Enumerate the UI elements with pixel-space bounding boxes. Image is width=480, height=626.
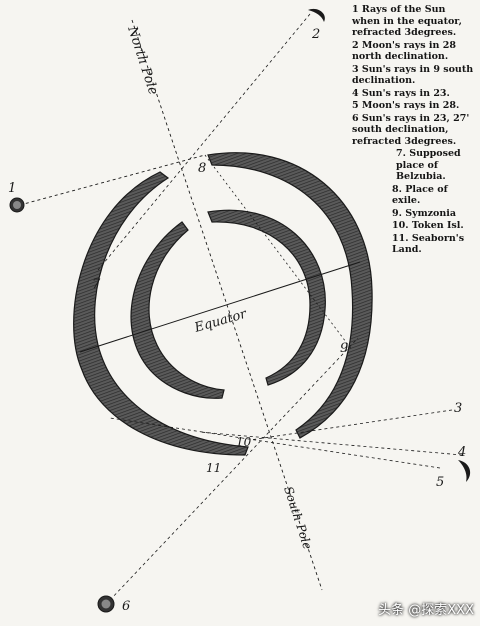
legend-item-11: 11. Seaborn's Land. xyxy=(392,232,465,256)
equator-line xyxy=(79,261,361,353)
outer-ring-right xyxy=(207,152,373,439)
inner-ring-right xyxy=(207,209,326,386)
south-pole-label: South Pole xyxy=(281,485,314,551)
legend-item-1: 1 Rays of the Sun when in the equator, r… xyxy=(352,4,462,38)
legend: 1 Rays of the Sun when in the equator, r… xyxy=(352,4,476,257)
north-pole-label: North Pole xyxy=(124,24,161,97)
legend-item-2: 2 Moon's rays in 28 north declination. xyxy=(352,39,456,63)
marker-4: 4 xyxy=(457,445,466,460)
marker-10: 10 xyxy=(236,435,252,449)
outer-ring-left xyxy=(73,171,249,456)
marker-7: 7 xyxy=(92,277,101,292)
equator-label: Equator xyxy=(192,307,249,337)
marker-11: 11 xyxy=(206,461,221,475)
ray-2 xyxy=(97,13,311,271)
ray-1-refracted xyxy=(204,154,353,351)
watermark: 头条 @探索XXX xyxy=(378,603,474,618)
legend-item-5: 5 Moon's rays in 28. xyxy=(352,100,460,111)
moon-icon-2 xyxy=(308,8,325,22)
legend-item-8: 8. Place of exile. xyxy=(392,183,448,207)
ray-4 xyxy=(199,431,463,456)
sun-icon-1 xyxy=(9,197,25,213)
marker-3: 3 xyxy=(454,401,462,416)
marker-2: 2 xyxy=(311,27,320,42)
legend-item-10: 10. Token Isl. xyxy=(392,220,464,231)
legend-item-3: 3 Sun's rays in 9 south declination. xyxy=(352,63,474,87)
marker-6: 6 xyxy=(122,599,130,614)
ray-3 xyxy=(249,409,453,441)
marker-5: 5 xyxy=(436,475,444,490)
inner-ring-left xyxy=(130,221,225,399)
polar-axis xyxy=(131,19,323,591)
moon-icon-5 xyxy=(458,460,471,482)
legend-item-6: 6 Sun's rays in 23, 27' south declinatio… xyxy=(352,112,470,147)
sun-icon-6 xyxy=(97,595,115,613)
marker-9: 9 xyxy=(340,341,348,356)
ray-5 xyxy=(109,417,441,469)
legend-item-4: 4 Sun's rays in 23. xyxy=(352,87,450,99)
ray-1 xyxy=(19,154,206,206)
legend-item-7: 7. Supposed place of Belzubia. xyxy=(396,148,461,182)
marker-1: 1 xyxy=(8,181,16,196)
ray-6 xyxy=(109,337,359,601)
legend-item-9: 9. Symzonia xyxy=(392,207,457,219)
marker-8: 8 xyxy=(198,161,206,176)
